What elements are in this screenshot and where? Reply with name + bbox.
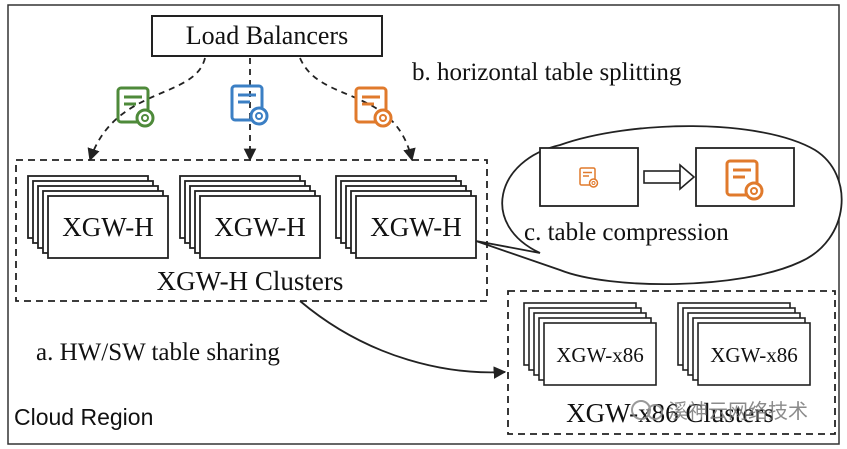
cloud-region-frame <box>7 4 840 445</box>
uncompressed-table-box <box>539 147 639 207</box>
xgw-h-stack-2 <box>179 175 321 259</box>
hw-sw-sharing-arrow <box>299 300 507 379</box>
xgw-h-node-label-1: XGW-H <box>62 212 153 242</box>
xgw-h-clusters-label: XGW-H Clusters <box>157 266 344 296</box>
xgw-x86-clusters-label: XGW-x86 Clusters <box>566 398 774 428</box>
xgw-x86-clusters-frame <box>507 290 836 435</box>
compression-arrow <box>643 163 696 191</box>
xgw-h-stack-1 <box>27 175 169 259</box>
watermark-text: 溪神云网络技术 <box>668 400 808 423</box>
label-hw-sw-sharing: a. HW/SW table sharing <box>36 339 280 366</box>
xgw-h-node-label-2: XGW-H <box>214 212 305 242</box>
xgw-x86-stack-2 <box>677 302 811 386</box>
config-icon-green <box>116 86 155 128</box>
xgw-h-clusters-frame <box>15 159 488 302</box>
xgw-x86-node-label-1: XGW-x86 <box>556 343 644 367</box>
xgw-x86-node-label-2: XGW-x86 <box>710 343 798 367</box>
xgw-h-stack-3 <box>335 175 477 259</box>
label-horizontal-splitting: b. horizontal table splitting <box>412 59 682 86</box>
label-table-compression: c. table compression <box>524 219 729 246</box>
load-balancers-label: Load Balancers <box>186 21 348 50</box>
load-balancers: Load Balancers <box>151 15 383 57</box>
xgw-x86-stack-1 <box>523 302 657 386</box>
lb-connectors <box>87 57 416 162</box>
cloud-region-label: Cloud Region <box>14 404 153 430</box>
xgw-h-node-label-3: XGW-H <box>370 212 461 242</box>
watermark: 溪神云网络技术 <box>631 400 808 423</box>
